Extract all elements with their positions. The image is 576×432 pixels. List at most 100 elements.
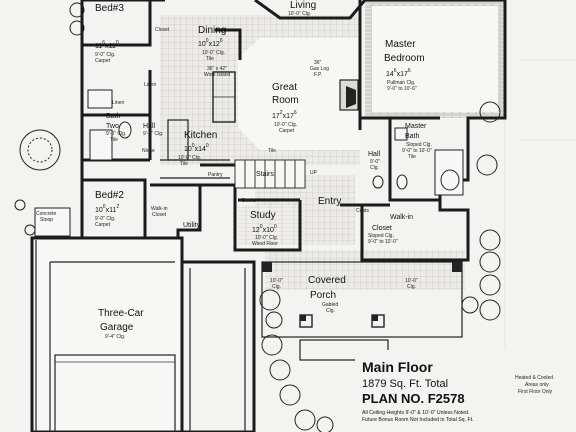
porch-left-2: Clg.: [272, 284, 281, 290]
masterbath-note3: Tile: [408, 154, 416, 160]
title-plan: PLAN NO. F2578: [362, 391, 465, 406]
walkin-note2: 9'-0" to 10'-0": [368, 239, 398, 245]
title-sqft: 1879 Sq. Ft. Total: [362, 378, 448, 390]
porch-left-1: 10'-0": [270, 278, 283, 284]
great-note1: 10'-0" Clg.: [274, 122, 297, 128]
dining-note2: Tile: [206, 56, 214, 62]
porch-name2: Porch: [310, 290, 336, 301]
utility-label: Utility: [183, 222, 201, 229]
stairs-treads: [234, 159, 306, 189]
study-name: Study: [250, 210, 276, 221]
island-2: Work Island: [204, 72, 231, 78]
niche-label: Niche: [142, 148, 155, 154]
walkin-name: Walk-in: [390, 214, 413, 221]
hall2-note1: 9'-0": [370, 159, 380, 165]
great-note2: Carpet: [279, 128, 295, 134]
landscape-shrubs: [14, 2, 501, 432]
closet-label: Closet: [155, 27, 170, 33]
master-carpet: [372, 6, 498, 112]
title-footer2: Future Bonus Room Not Included in Total …: [362, 417, 474, 423]
master-note2: 9'-0" to 10'-6": [387, 86, 417, 92]
stairs-label: Stairs: [256, 171, 274, 178]
great-name: Great: [272, 82, 297, 93]
tile-label: Tile: [268, 148, 276, 154]
walkin-name2: Closet: [372, 225, 392, 232]
master-name: Master: [385, 39, 416, 50]
hall2-name: Hall: [368, 151, 381, 158]
bed2-name: Bed#2: [95, 190, 124, 201]
kitchen-note2: Tile: [180, 161, 188, 167]
walkin-small-2: Closet: [152, 212, 167, 218]
bed2-dim: 100x112: [95, 204, 119, 214]
kitchen-dim: 100x140: [184, 143, 209, 153]
bath2-name: Bath: [106, 113, 121, 120]
title-note-right1: Heated & Cooled: [515, 375, 553, 381]
bath2-name2: Two: [106, 123, 119, 130]
coats-label: Coats: [356, 208, 370, 214]
bed2-note1: 9'-0" Clg.: [95, 216, 115, 222]
bed3-note2: Carpet: [95, 58, 111, 64]
hall2-note2: Clg.: [370, 165, 379, 171]
hall1-note: 9'-0" Clg.: [143, 131, 163, 137]
bed3-dim: 116x110: [95, 40, 119, 50]
masterbath-note1: Sloped Clg.: [406, 142, 432, 148]
room-labels: Living 10'-0" Clg. Bed#3 116x110 9'-0" C…: [36, 0, 432, 340]
walkin-small-1: Walk-in: [151, 206, 168, 212]
linen2-label: Linen: [112, 100, 124, 106]
great-name2: Room: [272, 95, 299, 106]
porch-right-1: 10'-0": [405, 278, 418, 284]
walkin-note1: Sloped Clg.: [368, 233, 394, 239]
garage-name2: Garage: [100, 322, 134, 333]
concrete-stoop: [34, 207, 71, 237]
porch-right-2: Clg.: [407, 284, 416, 290]
concrete-2: Stoop: [40, 217, 53, 223]
dining-dim: 100x126: [198, 38, 223, 48]
title-note-right2: Areas only: [525, 382, 549, 388]
living-dim: 10'-0" Clg.: [288, 11, 311, 17]
concrete-1: Concrete: [36, 211, 57, 217]
master-dim: 146x176: [386, 68, 411, 78]
bath2-note2: Tile: [110, 137, 118, 143]
fireplace: [339, 79, 359, 111]
masterbath-name2: Bath: [405, 133, 420, 140]
books-label: Books: [242, 198, 256, 204]
masterbath-note2: 9'-0" to 10'-0": [402, 148, 432, 154]
porch-note2: Clg.: [326, 308, 335, 314]
gaslog-3: F.P.: [314, 72, 322, 78]
great-dim: 172x176: [272, 110, 297, 120]
garage-structure: [30, 236, 256, 432]
title-block: Main Floor 1879 Sq. Ft. Total Heated & C…: [355, 350, 576, 432]
pantry-label: Pantry: [208, 172, 223, 178]
title-note-right3: First Floor Only: [518, 389, 553, 395]
master-name2: Bedroom: [384, 53, 425, 64]
porch-name: Covered: [308, 275, 346, 286]
living-name: Living: [290, 0, 316, 11]
island-1: 36" x 42": [207, 66, 227, 72]
title-footer1: All Ceiling Heights 9'-0" & 10'-0" Unles…: [362, 410, 469, 416]
bed3-note1: 9'-0" Clg.: [95, 52, 115, 58]
bath2-note1: 9'-0" Clg.: [106, 131, 126, 137]
porch-note1: Gabled: [322, 302, 338, 308]
study-note2: Wood Floor: [252, 241, 278, 247]
study-note1: 10'-0" Clg.: [255, 235, 278, 241]
up-label: UP: [310, 170, 318, 176]
study-dim: 120x100: [252, 224, 277, 234]
bath-fixtures: [87, 89, 464, 196]
masterbath-name: Master: [405, 123, 427, 130]
great-room-floor: [238, 38, 360, 150]
title-floor: Main Floor: [362, 359, 433, 375]
garage-name: Three-Car: [98, 308, 144, 319]
gaslog-2: Gas Log: [310, 66, 329, 72]
entry-name: Entry: [318, 196, 341, 207]
kitchen-note1: 10'-0" Clg.: [178, 155, 201, 161]
bed2-note2: Carpet: [95, 222, 111, 228]
kitchen-name: Kitchen: [184, 130, 217, 141]
garage-note1: 9'-4" Clg.: [105, 334, 125, 340]
bed3-name: Bed#3: [95, 3, 124, 14]
kitchen-fixtures: [160, 71, 236, 179]
linen-label: Linen: [144, 82, 156, 88]
dining-name: Dining: [198, 25, 226, 36]
gaslog-1: 36": [314, 60, 322, 66]
master-note1: Pullman Clg.: [387, 80, 415, 86]
